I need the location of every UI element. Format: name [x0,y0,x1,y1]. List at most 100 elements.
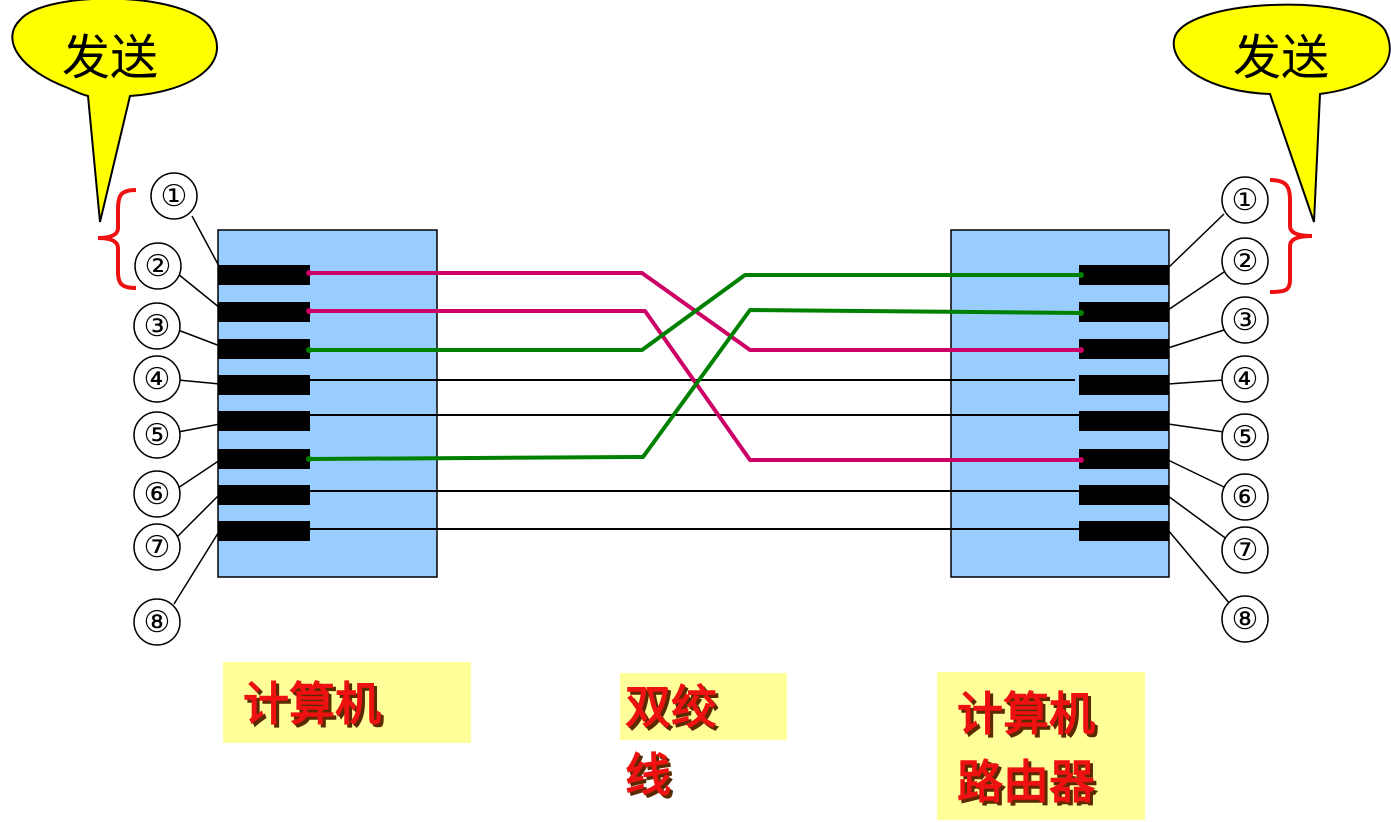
right-pin-circle-8 [1221,595,1269,643]
wire-end-dot [306,270,312,276]
left-leader-6 [177,459,221,489]
left-pin-label-7: ⑦ [144,530,171,565]
caption-middle-line1: 双绞 [625,680,717,734]
left-pin-bar-1 [218,265,310,285]
right-pin-bar-5 [1079,411,1169,431]
right-leader-6 [1167,459,1227,489]
left-connector [217,229,438,578]
left-pin-circle-1 [150,172,198,220]
right-leader-8 [1167,529,1231,605]
left-pin-circle-2 [134,242,182,290]
wire-end-dot [1078,310,1084,316]
left-callout-label: 发送 [62,30,158,86]
left-callout-shape [11,0,218,223]
left-pin-circle-6 [133,470,181,518]
right-leader-4 [1167,379,1225,385]
right-callout-shape [1172,3,1391,223]
wire-end-dot [306,347,312,353]
wire-end-dot [306,308,312,314]
left-pin-label-5: ⑤ [144,418,171,453]
left-pin-label-4: ④ [144,362,171,397]
right-pin-bar-1 [1079,265,1169,285]
caption-middle: 双绞 双绞 线 线 [620,673,787,805]
left-pin-bar-6 [218,449,310,469]
right-pin-bar-7 [1079,485,1169,505]
caption-left-text: 计算机 [243,677,381,731]
receive-wire-6-to-2 [307,308,1083,461]
right-callout-label: 发送 [1233,30,1329,86]
right-leader-5 [1167,423,1225,433]
right-pin-label-7: ⑦ [1232,533,1259,568]
right-pin-label-4: ④ [1232,362,1259,397]
caption-middle-line1-shadow: 双绞 [628,683,720,737]
left-pin-bar-5 [218,411,310,431]
left-pin-bar-8 [218,521,310,541]
right-pin-label-2: ② [1232,244,1259,279]
right-connector [950,229,1170,578]
right-pin-label-8: ⑧ [1232,602,1259,637]
left-send-callout: 发送 [11,0,218,223]
left-pin-circle-4 [133,355,181,403]
right-pin-circle-6 [1221,473,1269,521]
wire-endpoints [306,270,1084,463]
right-leader-1 [1167,213,1225,269]
left-leader-5 [177,423,221,433]
caption-middle-line2-shadow: 线 [628,751,674,805]
right-pin-bar-8 [1079,521,1169,541]
right-pin-circle-1 [1221,176,1269,224]
left-leader-2 [177,273,221,309]
left-leader-1 [191,215,221,269]
left-pin-circle-7 [133,523,181,571]
right-pin-bar-6 [1079,449,1169,469]
right-pin-circle-4 [1221,355,1269,403]
left-pin-label-6: ⑥ [144,477,171,512]
caption-right-line1-shadow: 计算机 [960,690,1098,744]
wire-end-dot [1078,272,1084,278]
receive-wire-3-to-1 [308,273,1082,352]
left-pin-label-2: ② [145,249,172,284]
left-pin-bars [218,265,310,541]
right-pin-label-3: ③ [1232,303,1259,338]
caption-right: 计算机 计算机 路由器 路由器 [937,672,1145,820]
right-leader-3 [1167,329,1225,349]
right-pin-label-5: ⑤ [1232,420,1259,455]
left-pin-circle-5 [133,411,181,459]
left-leader-7 [175,493,221,539]
left-leader-3 [177,329,221,347]
crossed-wires [307,271,1083,462]
left-pin-bar-2 [218,302,310,322]
right-send-callout: 发送 [1172,3,1391,223]
right-leader-2 [1167,271,1225,311]
caption-middle-line2: 线 [625,748,671,802]
right-pin-label-1: ① [1232,183,1259,218]
left-pin-bar-3 [218,339,310,359]
right-pin-circle-5 [1221,413,1269,461]
right-pin-bars [1079,265,1169,541]
right-bracket [1269,178,1313,294]
caption-middle-box [620,673,787,740]
right-pin-circle-3 [1221,296,1269,344]
right-pin-bar-4 [1079,375,1169,395]
right-pin-bar-3 [1079,339,1169,359]
wire-end-dot [1078,457,1084,463]
left-pin-circle-3 [133,302,181,350]
wire-end-dot [306,456,312,462]
left-pin-labels: ① ② ③ ④ ⑤ ⑥ ⑦ ⑧ [133,172,221,646]
right-pin-label-6: ⑥ [1232,480,1259,515]
caption-right-line1: 计算机 [957,687,1095,741]
left-pin-label-1: ① [161,179,188,214]
right-pin-bar-2 [1079,302,1169,322]
left-pin-bar-4 [218,375,310,395]
caption-left: 计算机 计算机 [223,662,471,743]
left-bracket [97,188,137,290]
left-pin-label-8: ⑧ [144,605,171,640]
right-pin-circle-7 [1221,526,1269,574]
left-leader-8 [173,529,221,605]
left-pin-label-3: ③ [144,309,171,344]
caption-right-line2-shadow: 路由器 [960,758,1099,812]
caption-right-box [937,672,1145,820]
left-leader-4 [177,379,221,385]
left-pin-bar-7 [218,485,310,505]
wire-end-dot [1078,347,1084,353]
